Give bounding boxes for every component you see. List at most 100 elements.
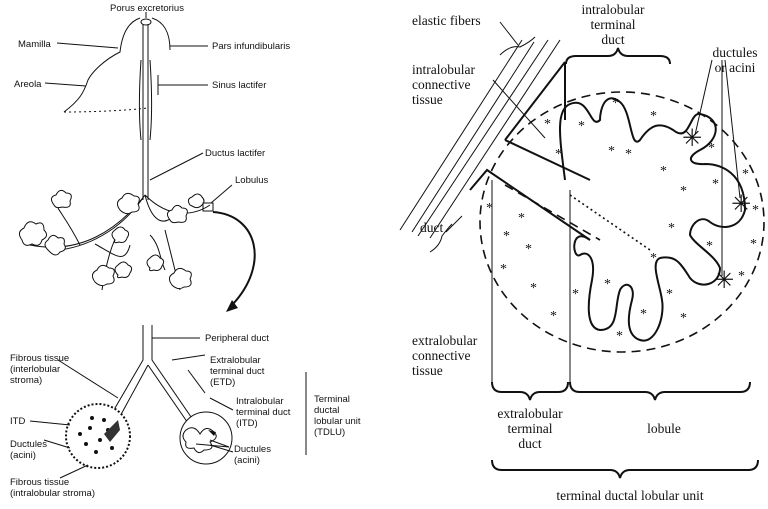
magnify-arrow bbox=[213, 212, 255, 305]
tdlu-lobule-left bbox=[66, 404, 130, 468]
peripheral-duct-label: Peripheral duct bbox=[205, 333, 269, 344]
svg-text:*: * bbox=[578, 119, 585, 134]
itd-full-label-3: (ITD) bbox=[236, 418, 258, 429]
svg-text:*: * bbox=[608, 144, 615, 159]
svg-text:*: * bbox=[750, 237, 757, 252]
intralobular-ct-label-3: tissue bbox=[412, 92, 443, 107]
svg-text:*: * bbox=[503, 229, 510, 244]
tdlu-label-3: lobular unit bbox=[314, 416, 361, 427]
svg-text:*: * bbox=[604, 277, 611, 292]
svg-text:*: * bbox=[572, 287, 579, 302]
svg-text:*: * bbox=[616, 329, 623, 344]
svg-text:*: * bbox=[518, 211, 525, 226]
duct-label: duct bbox=[420, 220, 443, 235]
itd-short-label: ITD bbox=[10, 416, 25, 427]
fibrous-interlobular-label-3: stroma) bbox=[10, 375, 42, 386]
svg-text:*: * bbox=[680, 311, 687, 326]
cell-asterisks: * * * * * * * * * * * * * * * * * * * * … bbox=[486, 96, 759, 344]
svg-text:*: * bbox=[625, 147, 632, 162]
svg-text:*: * bbox=[708, 141, 715, 156]
svg-text:*: * bbox=[530, 281, 537, 296]
tdlu-label-2: ductal bbox=[314, 405, 339, 416]
etd-dotted-inner bbox=[570, 195, 650, 250]
svg-text:*: * bbox=[650, 251, 657, 266]
ductules-right-label-2: (acini) bbox=[234, 455, 260, 466]
svg-text:*: * bbox=[525, 242, 532, 257]
svg-text:*: * bbox=[612, 96, 619, 111]
tdlu-label-4: (TDLU) bbox=[314, 427, 345, 438]
etd-brace bbox=[492, 382, 568, 400]
lobulus-label: Lobulus bbox=[235, 175, 269, 186]
sinus-lactifer bbox=[140, 60, 152, 140]
tdlu-label-1: Terminal bbox=[314, 394, 350, 405]
tdlu-lobule-right bbox=[180, 412, 232, 464]
elastic-fibers-label: elastic fibers bbox=[412, 13, 481, 28]
etd-label-1: Extralobular bbox=[210, 355, 261, 366]
ductules-right-label-1: Ductules bbox=[234, 444, 271, 455]
itd-full-label-1: Intralobular bbox=[236, 396, 284, 407]
extralobular-ct-label-1: extralobular bbox=[412, 333, 478, 348]
etd-label-2: terminal duct bbox=[210, 366, 265, 377]
mamilla-label: Mamilla bbox=[18, 39, 51, 50]
svg-text:*: * bbox=[500, 262, 507, 277]
fibrous-interlobular-label-2: (interlobular bbox=[10, 364, 60, 375]
ductules-left-label-2: (acini) bbox=[10, 450, 36, 461]
etd-label-3: (ETD) bbox=[210, 377, 235, 388]
lobule-label: lobule bbox=[647, 421, 681, 436]
extralobular-ct-label-3: tissue bbox=[412, 363, 443, 378]
svg-text:*: * bbox=[680, 184, 687, 199]
svg-text:*: * bbox=[712, 177, 719, 192]
svg-text:*: * bbox=[544, 117, 551, 132]
tdlu-brace bbox=[492, 460, 758, 478]
svg-text:*: * bbox=[706, 239, 713, 254]
intralobular-duct-brace bbox=[566, 48, 670, 64]
svg-text:*: * bbox=[752, 203, 759, 218]
pars-infundibularis-label: Pars infundibularis bbox=[212, 41, 290, 52]
ductules-left-label-1: Ductules bbox=[10, 439, 47, 450]
ductules-label-2: or acini bbox=[715, 60, 756, 75]
etd-bottom-label-2: terminal bbox=[508, 421, 553, 436]
itd-label-1: intralobular bbox=[582, 2, 645, 17]
lobule-brace bbox=[570, 382, 750, 400]
svg-text:*: * bbox=[666, 287, 673, 302]
nipple-outline bbox=[64, 18, 140, 112]
areola-label: Areola bbox=[14, 79, 42, 90]
intralobular-ct-label-1: intralobular bbox=[412, 62, 475, 77]
svg-text:*: * bbox=[668, 221, 675, 236]
itd-label-2: terminal bbox=[591, 17, 636, 32]
breast-anatomy-panel: Porus excretorius Mamilla Pars infundibu… bbox=[10, 3, 361, 499]
fibrous-intralobular-label-2: (intralobular stroma) bbox=[10, 488, 95, 499]
tdlu-bottom-label: terminal ductal lobular unit bbox=[556, 488, 704, 503]
svg-text:✳: ✳ bbox=[731, 190, 751, 218]
fibrous-interlobular-label-1: Fibrous tissue bbox=[10, 353, 69, 364]
svg-text:*: * bbox=[650, 109, 657, 124]
ductus-lactifer bbox=[143, 24, 148, 200]
ductus-lactifer-label: Ductus lactifer bbox=[205, 148, 265, 159]
extralobular-ct-label-2: connective bbox=[412, 348, 470, 363]
itd-full-label-2: terminal duct bbox=[236, 407, 291, 418]
intralobular-ct-label-2: connective bbox=[412, 77, 470, 92]
svg-text:*: * bbox=[555, 147, 562, 162]
etd-bottom-label-3: duct bbox=[518, 436, 541, 451]
svg-text:*: * bbox=[742, 167, 749, 182]
svg-text:*: * bbox=[640, 307, 647, 322]
itd-label-3: duct bbox=[601, 32, 624, 47]
leader-lines-top bbox=[45, 12, 232, 203]
etd-bottom-label-1: extralobular bbox=[497, 406, 563, 421]
svg-text:*: * bbox=[550, 309, 557, 324]
areola-dotted bbox=[64, 108, 148, 112]
nipple-outline-right bbox=[152, 18, 170, 50]
svg-text:✳: ✳ bbox=[714, 266, 734, 294]
lobule-clusters bbox=[19, 190, 204, 288]
ductules-label-1: ductules bbox=[713, 45, 758, 60]
acini-shape bbox=[560, 98, 745, 340]
svg-text:*: * bbox=[660, 164, 667, 179]
svg-text:✳: ✳ bbox=[682, 124, 702, 152]
lobulus-highlight-box bbox=[203, 203, 213, 211]
duct-branch-upper bbox=[505, 140, 590, 180]
elastic-fiber-waves bbox=[500, 37, 535, 55]
fibrous-intralobular-label-1: Fibrous tissue bbox=[10, 477, 69, 488]
tdlu-schematic-panel: * * * * * * * * * * * * * * * * * * * * … bbox=[400, 2, 764, 503]
svg-text:*: * bbox=[738, 269, 745, 284]
porus-excretorius-label: Porus excretorius bbox=[110, 3, 184, 14]
